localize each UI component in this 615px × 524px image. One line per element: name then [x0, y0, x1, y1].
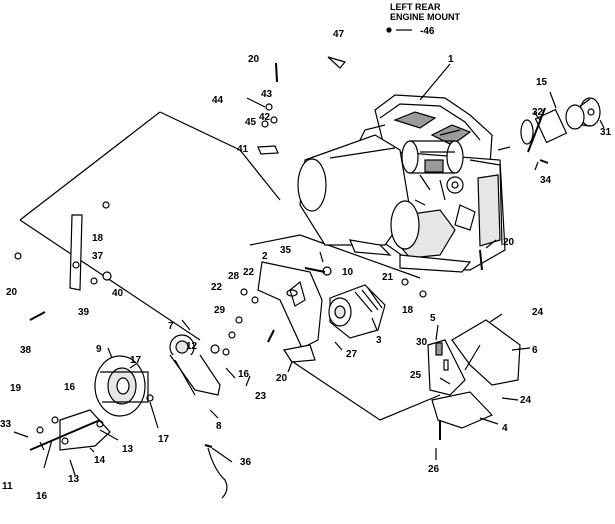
bolt-38	[29, 311, 46, 321]
callout-1: 1	[448, 54, 454, 65]
nut-20-left	[14, 252, 22, 260]
leader-line-mid	[249, 234, 421, 279]
callout-13-b: 13	[68, 474, 80, 485]
callout-16-a: 16	[64, 382, 76, 393]
callout-13-a: 13	[122, 444, 134, 455]
callout-29: 29	[214, 305, 226, 316]
bracket-47	[327, 56, 347, 69]
callout-46: -46	[420, 26, 435, 37]
washer-45	[270, 116, 278, 124]
callout-45: 45	[245, 117, 257, 128]
bolt-16-lower	[69, 459, 76, 476]
callout-30: 30	[416, 337, 428, 348]
callout-20-b: 20	[6, 287, 18, 298]
callout-24-a: 24	[532, 307, 544, 318]
callout-47: 47	[333, 29, 345, 40]
callout-2: 2	[262, 251, 268, 262]
callout-9: 9	[96, 344, 102, 355]
callout-20-d: 20	[276, 373, 288, 384]
callout-22-b: 22	[243, 267, 255, 278]
pulley-and-belt	[169, 334, 230, 396]
clutch	[94, 355, 154, 417]
callout-38: 38	[20, 345, 32, 356]
callout-4: 4	[502, 423, 508, 434]
callout-20-a: 20	[248, 54, 260, 65]
alternator	[328, 284, 386, 339]
bolt-20-top	[275, 62, 278, 83]
washer-18-mid	[419, 290, 427, 298]
callout-33: 33	[0, 419, 12, 430]
pto-pulley	[401, 97, 601, 174]
callout-3: 3	[376, 335, 382, 346]
bolt-34	[539, 159, 549, 164]
callout-14: 14	[94, 455, 106, 466]
engine-mount-line1: LEFT REAR	[390, 2, 441, 12]
callout-41: 41	[237, 144, 249, 155]
washer-42	[261, 120, 269, 128]
nut-39	[90, 277, 98, 285]
callout-23: 23	[255, 391, 267, 402]
callout-27: 27	[346, 349, 358, 360]
screw-44	[246, 97, 266, 108]
leader-line-top	[159, 111, 281, 201]
callout-12: 12	[186, 341, 198, 352]
washer-43	[265, 103, 273, 111]
leader-line-left	[19, 111, 201, 341]
leader-line-bottom	[289, 359, 441, 421]
callout-37: 37	[92, 251, 104, 262]
nut-18-left	[102, 201, 110, 209]
bolt-32	[527, 107, 546, 153]
nut-40	[102, 271, 112, 281]
callout-22-a: 22	[211, 282, 223, 293]
callout-18-b: 18	[402, 305, 414, 316]
bracket-14	[59, 409, 111, 451]
muffler	[297, 134, 420, 256]
callout-16-b: 16	[238, 369, 250, 380]
callout-32: 32	[532, 107, 544, 118]
bolt-20-right	[479, 249, 483, 271]
plate-27	[282, 344, 316, 363]
mounting-bracket	[257, 261, 323, 349]
washer-21	[401, 278, 409, 286]
callout-20-c: 20	[503, 237, 515, 248]
engine-mount-dot	[386, 27, 392, 33]
callout-21: 21	[382, 272, 394, 283]
callout-36: 36	[240, 457, 252, 468]
callout-39: 39	[78, 307, 90, 318]
callout-16-c: 16	[36, 491, 48, 502]
callout-11: 11	[2, 481, 13, 492]
engine-mount-line2: ENGINE MOUNT	[390, 12, 461, 22]
callout-43: 43	[261, 89, 273, 100]
callout-17-b: 17	[158, 434, 170, 445]
callout-5: 5	[430, 313, 436, 324]
callout-8: 8	[216, 421, 222, 432]
callout-17-a: 17	[130, 355, 142, 366]
callout-26: 26	[428, 464, 440, 475]
callout-7: 7	[168, 321, 174, 332]
bolt-41	[257, 145, 279, 155]
callout-44: 44	[212, 95, 224, 106]
callout-19: 19	[10, 383, 22, 394]
callout-42: 42	[259, 112, 271, 123]
bracket-37	[69, 214, 83, 291]
belt-shield	[427, 319, 521, 429]
callout-40: 40	[112, 288, 124, 299]
callout-25: 25	[410, 370, 422, 381]
harness-36	[207, 447, 228, 499]
callout-18-a: 18	[92, 233, 104, 244]
callout-6: 6	[532, 345, 538, 356]
callout-31: 31	[600, 127, 612, 138]
callout-28: 28	[228, 271, 240, 282]
callout-34: 34	[540, 175, 552, 186]
callout-15: 15	[536, 77, 548, 88]
callout-24-b: 24	[520, 395, 532, 406]
callout-35: 35	[280, 245, 292, 256]
callout-10: 10	[342, 267, 354, 278]
bolt-35	[304, 267, 326, 273]
